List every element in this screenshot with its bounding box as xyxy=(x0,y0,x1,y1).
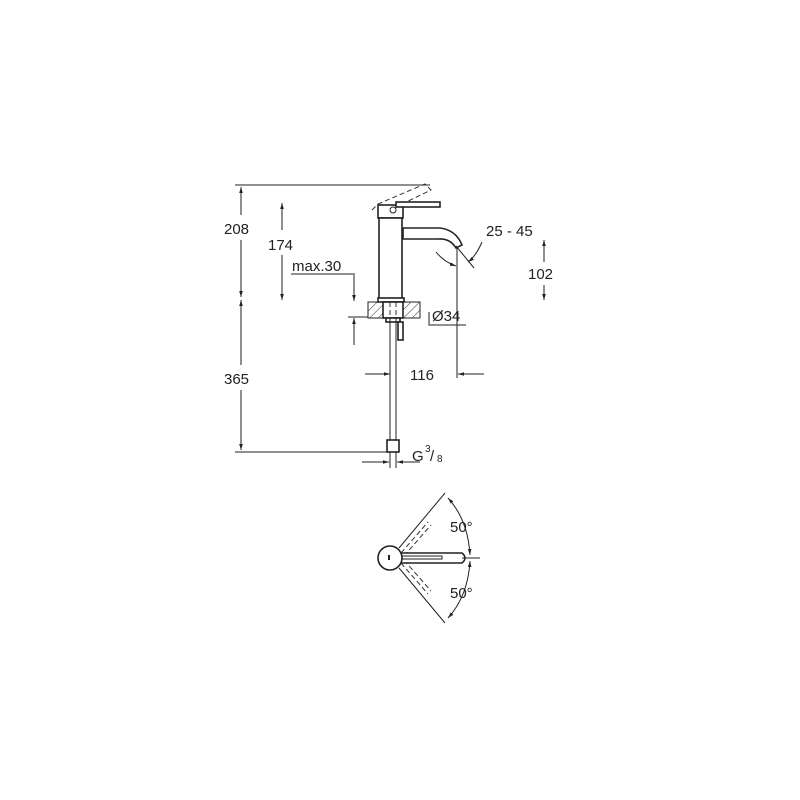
faucet-side-view xyxy=(367,183,464,468)
dimension-thread: G 3 / 8 xyxy=(362,444,443,465)
thread-denominator: 8 xyxy=(437,454,443,465)
dimension-174: 174 xyxy=(268,203,293,300)
dim-116-label-text: 116 xyxy=(410,367,434,384)
dim-102-label: 102 xyxy=(528,266,553,283)
dim-174-label: 174 xyxy=(268,237,293,254)
dim-25-45-label: 25 - 45 xyxy=(486,223,533,240)
thread-slash: / xyxy=(430,448,435,465)
dimension-diameter: Ø34 xyxy=(428,308,466,326)
thread-numerator: 3 xyxy=(425,444,431,455)
angle-lower-label: 50° xyxy=(450,585,473,602)
dimension-208-365: 208 365 xyxy=(224,187,249,450)
dimension-max30: max.30 xyxy=(292,258,356,345)
dimension-spout-angle: 25 - 45 xyxy=(435,223,533,269)
extension-lines xyxy=(235,184,458,453)
angle-upper-label: 50° xyxy=(450,519,473,536)
dim-diameter-label: Ø34 xyxy=(432,308,460,325)
dimension-116: 116 xyxy=(365,367,484,384)
dim-365-label: 365 xyxy=(224,371,249,388)
dim-208-label: 208 xyxy=(224,221,249,238)
dimension-102: 102 xyxy=(528,240,553,300)
dim-max30-label: max.30 xyxy=(292,258,341,275)
thread-prefix: G xyxy=(412,448,424,465)
faucet-top-view: 50° 50° xyxy=(377,492,480,624)
